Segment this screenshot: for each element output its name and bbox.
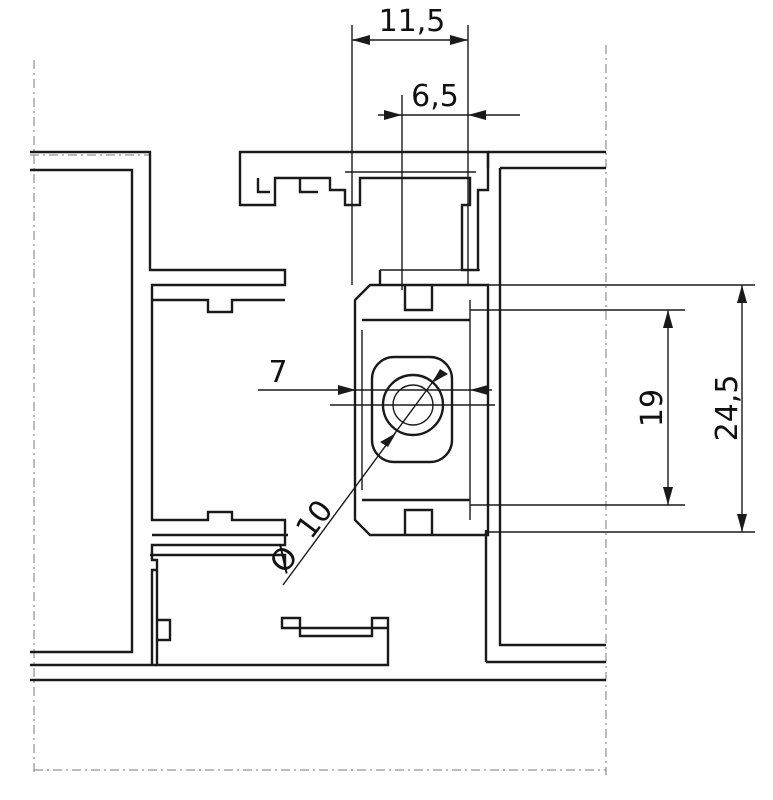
left-profile: [30, 150, 606, 682]
dimension-height-inner: 19: [470, 309, 685, 506]
dimension-label-6-5: 6,5: [411, 79, 459, 114]
dimension-label-24-5: 24,5: [710, 375, 745, 442]
bore: [330, 355, 495, 464]
diameter-value: 10: [289, 494, 340, 546]
dimension-label-19: 19: [635, 389, 670, 427]
dimension-offset: 7: [258, 355, 492, 395]
dimension-label-11-5: 11,5: [379, 4, 446, 39]
right-profile: [484, 150, 606, 664]
dimension-label-diameter: Ø 10: [263, 494, 340, 580]
frame-centerlines: [30, 45, 607, 775]
dimension-height-outer: 24,5: [488, 284, 755, 533]
slot-nut: [353, 269, 490, 537]
dimension-width-inner: 6,5: [378, 79, 520, 290]
upper-profile: [238, 150, 490, 272]
dimension-width-outer: 11,5: [351, 4, 469, 285]
dimension-label-7: 7: [268, 355, 287, 390]
